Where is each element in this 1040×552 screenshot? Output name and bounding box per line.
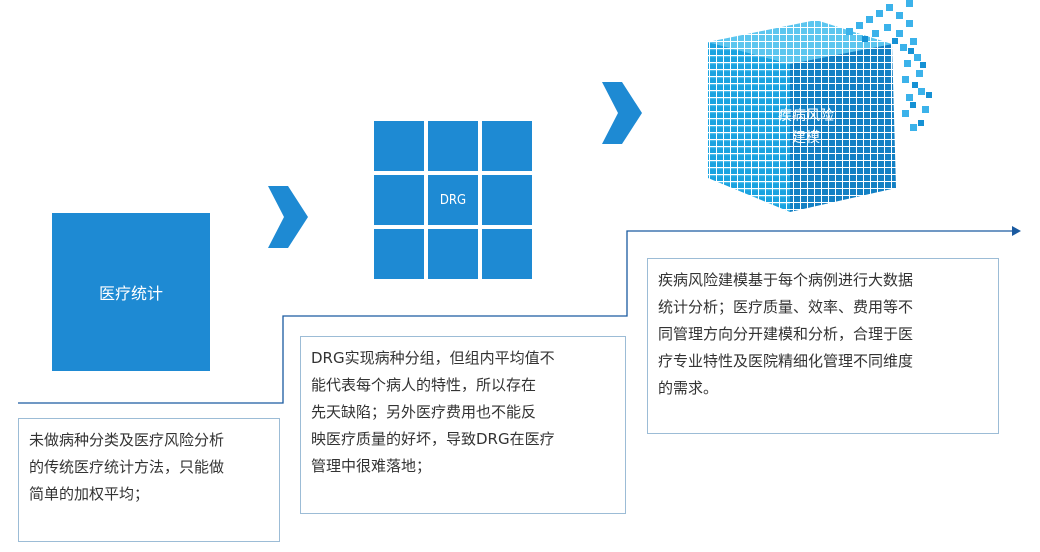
grid-cell — [374, 121, 424, 171]
grid-cell-drg: DRG — [428, 175, 478, 225]
grid-cell — [482, 121, 532, 171]
grid-cell — [428, 121, 478, 171]
grid-cell — [428, 229, 478, 279]
stage-medical-statistics-label: 医疗统计 — [98, 284, 163, 303]
grid-cell — [374, 175, 424, 225]
grid-cell — [374, 229, 424, 279]
stage-medical-statistics-description: 未做病种分类及医疗风险分析 的传统医疗统计方法，只能做 简单的加权平均； — [18, 418, 280, 542]
stage-risk-modeling-label: 疾病风险 建模 — [778, 108, 834, 146]
data-cube-image — [708, 0, 932, 212]
grid-cell — [482, 175, 532, 225]
chevron-right-arrow-icon — [268, 186, 308, 248]
stage-drg-description: DRG实现病种分组，但组内平均值不 能代表每个病人的特性，所以存在 先天缺陷；另… — [300, 336, 626, 514]
step-line-arrow-icon — [1012, 226, 1021, 236]
grid-cell — [482, 229, 532, 279]
stage-risk-modeling-description: 疾病风险建模基于每个病例进行大数据 统计分析；医疗质量、效率、费用等不 同管理方… — [647, 258, 999, 434]
chevron-right-arrow-icon — [602, 82, 642, 144]
stage-medical-statistics: 医疗统计 — [52, 213, 210, 371]
stage-drg-grid: DRG — [374, 121, 532, 279]
stage-drg-label: DRG — [439, 192, 467, 208]
